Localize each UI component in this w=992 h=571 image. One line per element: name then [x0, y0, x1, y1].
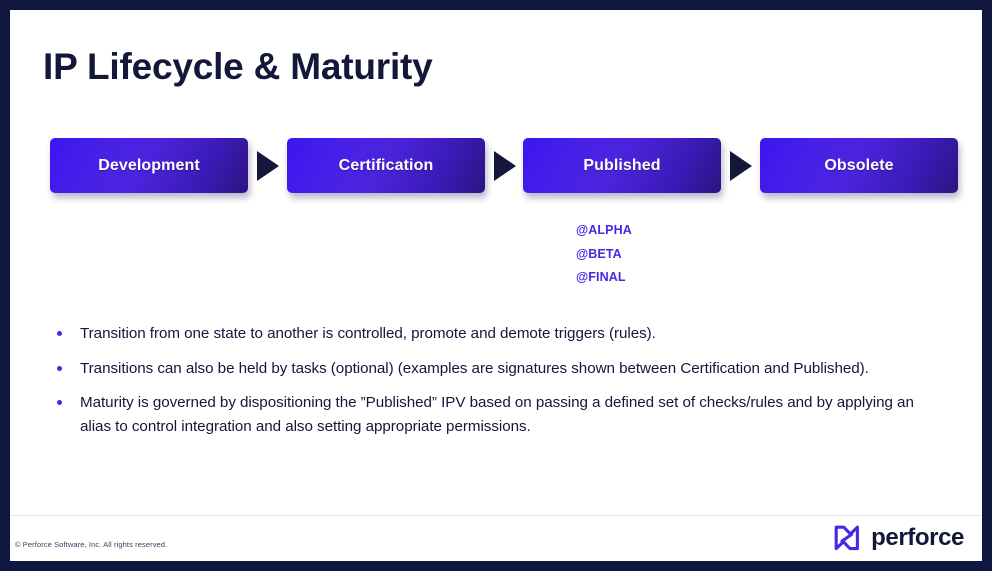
alias-item-alpha: @ALPHA — [576, 223, 632, 237]
list-item: Maturity is governed by dispositioning t… — [48, 391, 928, 438]
bullet-dot-icon — [57, 365, 62, 371]
copyright-text: © Perforce Software, Inc. All rights res… — [15, 540, 168, 549]
flow-stage-label: Published — [583, 156, 661, 174]
list-item-text: Maturity is governed by dispositioning t… — [80, 394, 914, 435]
flow-stage-development[interactable]: Development — [50, 138, 248, 193]
right-triangle-arrow-icon — [494, 151, 516, 181]
alias-item-beta: @BETA — [576, 246, 622, 261]
list-item: Transitions can also be held by tasks (o… — [48, 357, 928, 381]
flow-stage-obsolete[interactable]: Obsolete — [760, 138, 958, 193]
list-item: Transition from one state to another is … — [48, 322, 928, 346]
right-triangle-arrow-icon — [730, 151, 752, 181]
bullet-list: Transition from one state to another is … — [48, 322, 928, 449]
flow-stage-label: Development — [98, 156, 200, 174]
list-item-text: Transition from one state to another is … — [80, 325, 656, 342]
perforce-wordmark: perforce — [871, 524, 964, 551]
bullet-dot-icon — [57, 400, 62, 405]
right-triangle-arrow-icon — [257, 151, 279, 181]
slide-canvas: IP Lifecycle & Maturity Development Cert… — [10, 10, 982, 561]
page-title: IP Lifecycle & Maturity — [43, 46, 433, 87]
lifecycle-flow-diagram: Development Certification Published Obso… — [10, 138, 982, 210]
alias-list: @ALPHA @BETA @FINAL — [576, 219, 736, 290]
list-item-text: Transitions can also be held by tasks (o… — [80, 359, 869, 377]
perforce-logo: perforce — [832, 524, 964, 552]
bullet-dot-icon — [57, 331, 62, 336]
flow-stage-label: Certification — [338, 156, 434, 174]
footer-divider — [10, 515, 982, 516]
alias-item-final: @FINAL — [576, 270, 626, 284]
flow-stage-label: Obsolete — [824, 156, 894, 174]
flow-stage-published[interactable]: Published — [523, 138, 721, 193]
perforce-logo-mark — [834, 525, 860, 551]
flow-stage-certification[interactable]: Certification — [287, 138, 485, 193]
